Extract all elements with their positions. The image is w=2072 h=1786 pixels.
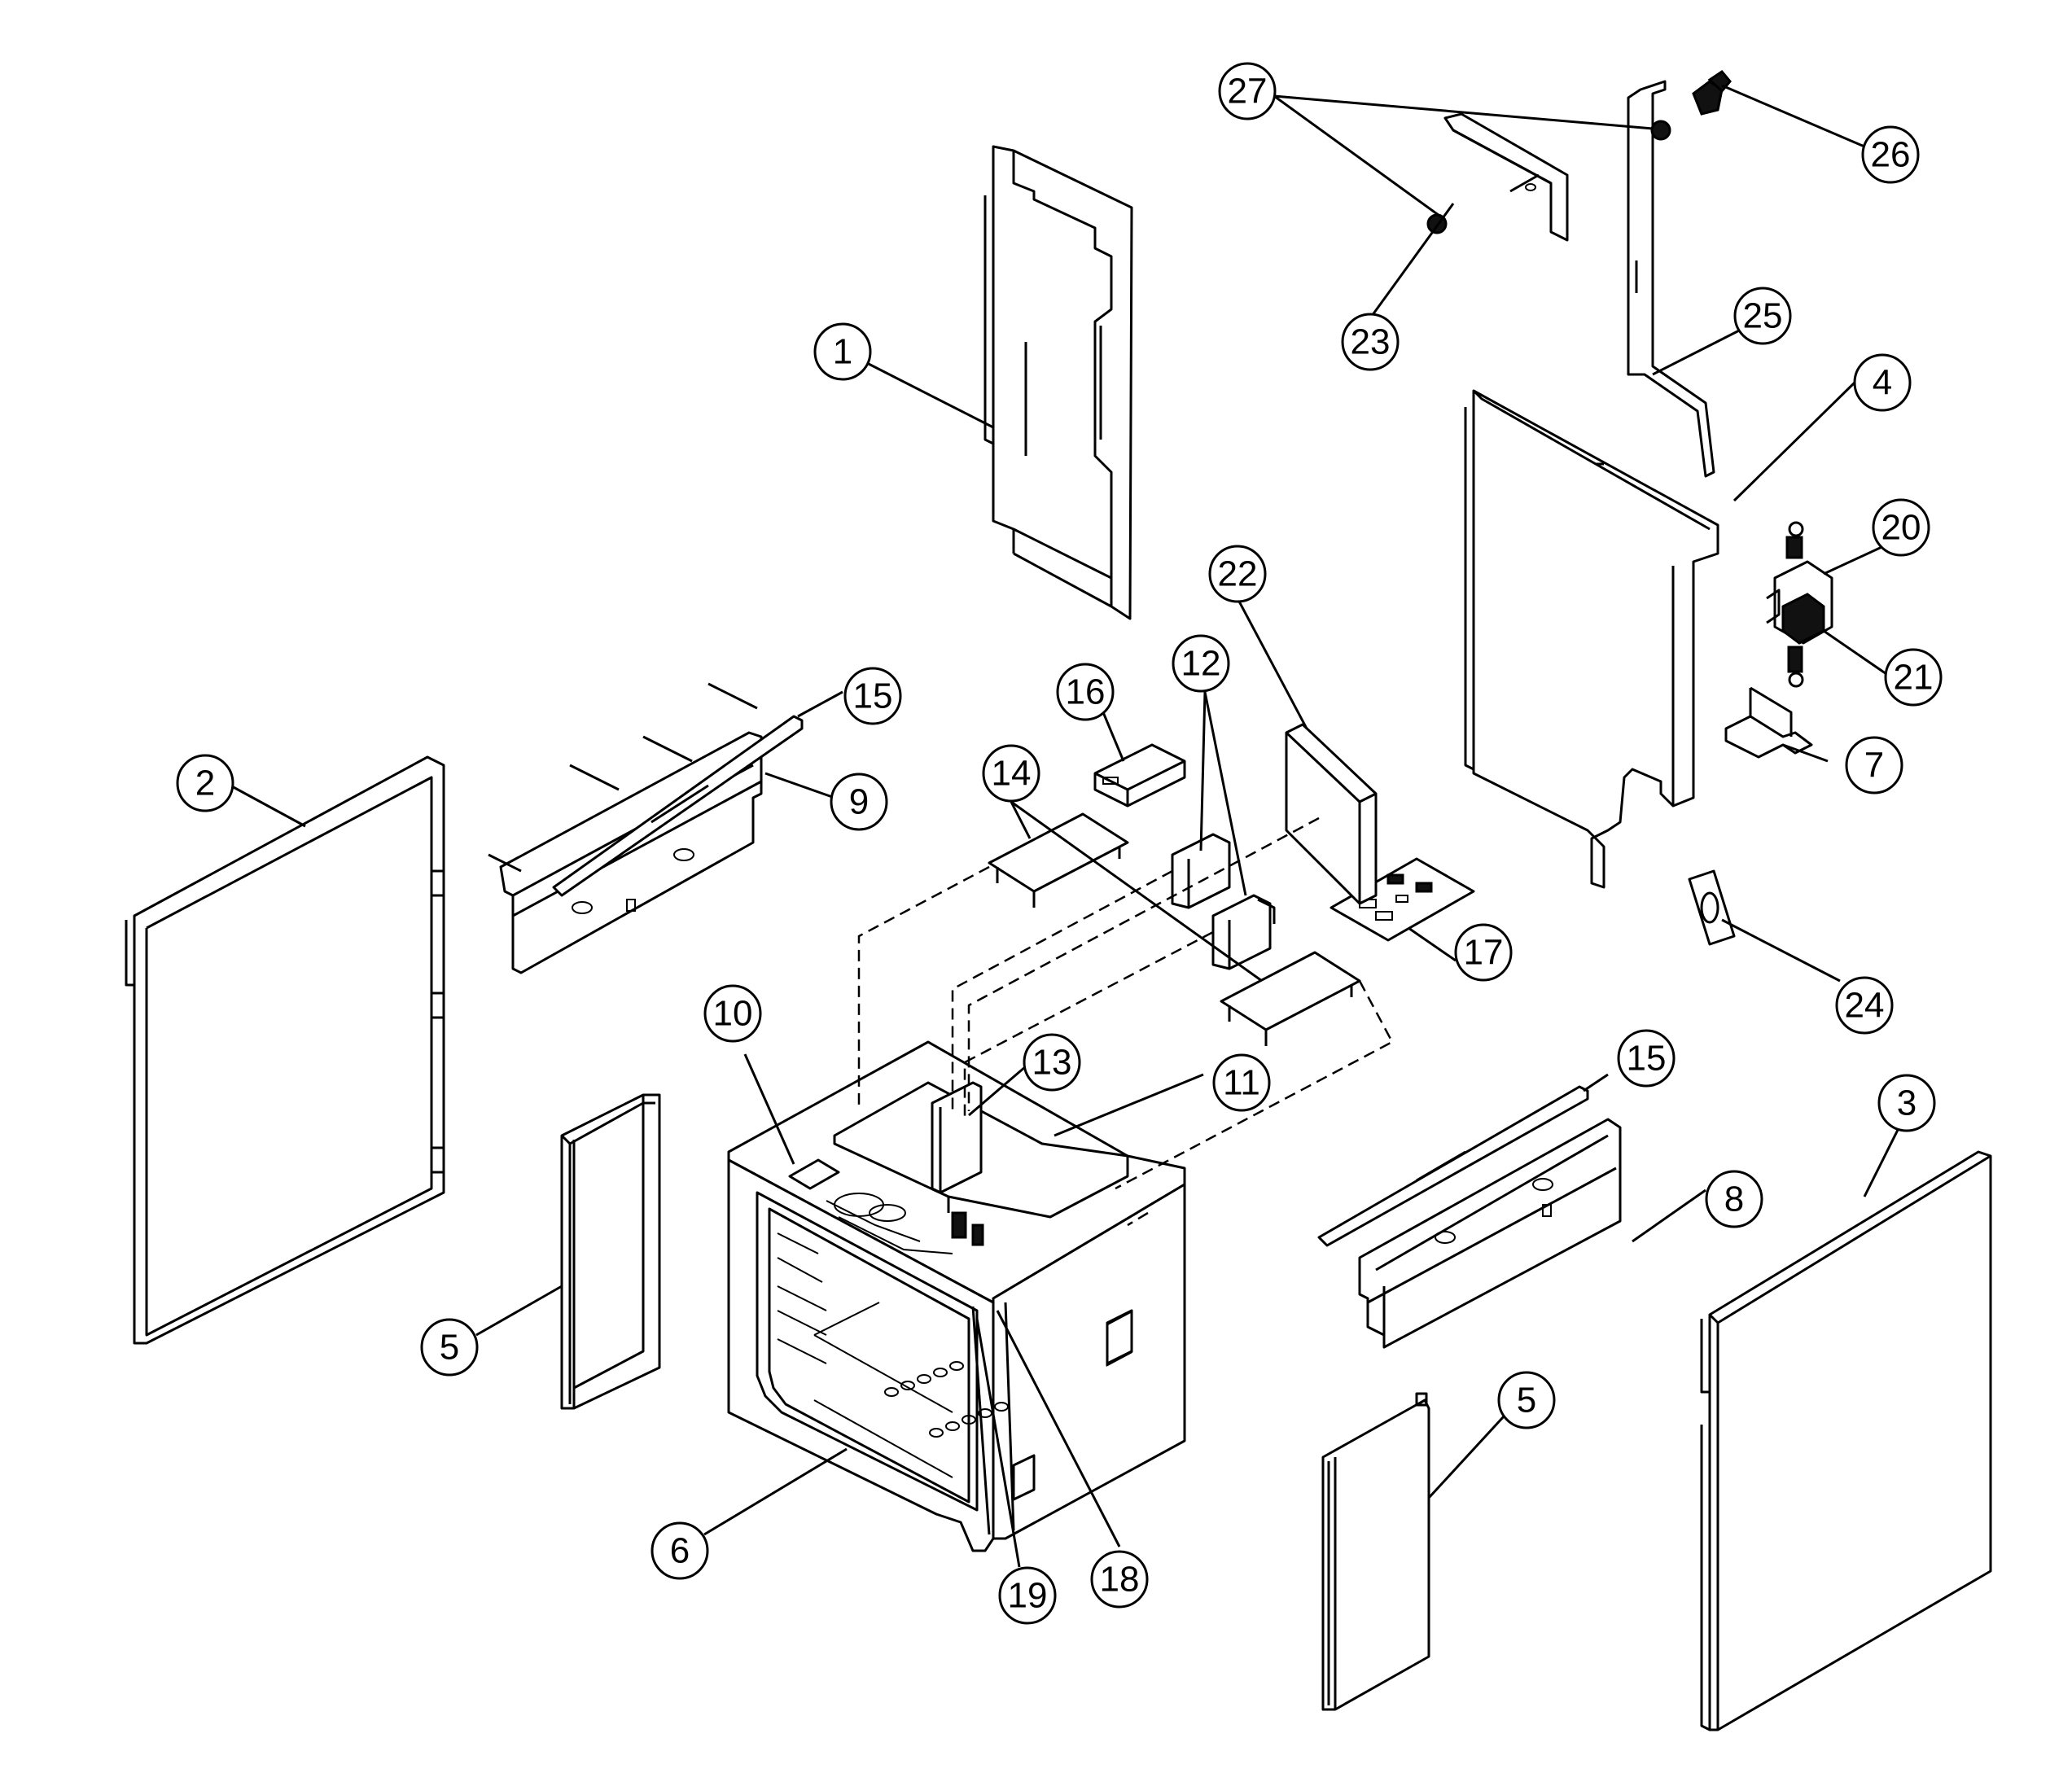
- callout-3: 3: [1877, 1074, 1936, 1132]
- assembly-dashed-lines: [857, 816, 1394, 1227]
- part-25-tube: [1627, 80, 1715, 478]
- callout-14: 14: [982, 744, 1040, 803]
- callout-label: 5: [1517, 1381, 1536, 1420]
- callout-17: 17: [1454, 923, 1513, 982]
- callout-label: 11: [1223, 1063, 1260, 1103]
- part-20-21-valve-assembly: [1766, 521, 1833, 688]
- part-22-panel: [1285, 723, 1378, 905]
- callout-20: 20: [1872, 498, 1930, 557]
- callout-21: 21: [1884, 648, 1943, 707]
- callout-label: 27: [1228, 72, 1268, 112]
- callout-10: 10: [703, 984, 762, 1043]
- callout-label: 15: [1627, 1039, 1667, 1079]
- callout-12: 12: [1172, 634, 1230, 693]
- part-17-circuit-board: [1329, 857, 1475, 942]
- callout-label: 1: [833, 332, 852, 372]
- callout-label: 14: [992, 754, 1032, 794]
- part-9-left-bracket: [488, 682, 763, 974]
- callout-13: 13: [1023, 1033, 1081, 1092]
- callout-label: 5: [440, 1328, 459, 1368]
- callout-label: 3: [1897, 1083, 1916, 1123]
- callout-1: 1: [813, 322, 872, 381]
- callout-label: 12: [1181, 644, 1221, 684]
- callout-label: 18: [1100, 1560, 1140, 1600]
- part-4-rear-panel: [1464, 389, 1719, 889]
- callout-8: 8: [1705, 1170, 1763, 1228]
- callout-5-right: 5: [1497, 1371, 1556, 1429]
- part-1-rear-channel: [983, 145, 1133, 620]
- callout-label: 13: [1032, 1043, 1072, 1083]
- part-15-right-rail: [1317, 1085, 1589, 1247]
- callout-26: 26: [1861, 125, 1920, 184]
- part-24-plate: [1688, 869, 1736, 946]
- callout-4: 4: [1853, 353, 1912, 412]
- callout-label: 22: [1218, 554, 1258, 594]
- callout-7: 7: [1845, 736, 1903, 795]
- callout-label: 4: [1873, 363, 1892, 403]
- part-12-brackets: [1171, 833, 1276, 970]
- part-15-left-rail: [552, 715, 804, 897]
- callout-22: 22: [1208, 545, 1267, 603]
- callout-label: 26: [1871, 135, 1911, 175]
- part-26-fitting: [1692, 70, 1732, 116]
- callout-2: 2: [176, 754, 234, 812]
- callout-25: 25: [1733, 287, 1792, 345]
- part-3-right-side-panel: [1700, 1150, 1992, 1731]
- callout-23: 23: [1341, 313, 1400, 371]
- callout-label: 15: [853, 676, 893, 716]
- callout-label: 7: [1864, 746, 1884, 786]
- callout-5-left: 5: [420, 1318, 479, 1377]
- callout-label: 23: [1351, 322, 1391, 362]
- callout-label: 10: [713, 994, 753, 1034]
- part-8-right-bracket: [1358, 1118, 1622, 1349]
- callout-11: 11: [1212, 1053, 1271, 1112]
- callout-label: 16: [1066, 672, 1106, 712]
- callout-6: 6: [651, 1521, 709, 1580]
- callout-label: 9: [849, 782, 869, 822]
- callout-label: 21: [1894, 658, 1934, 698]
- callout-label: 6: [670, 1531, 690, 1571]
- callout-24: 24: [1835, 976, 1894, 1035]
- top-mechanism: [826, 1193, 984, 1254]
- part-5-left-channel: [560, 1093, 661, 1410]
- part-16-box: [1093, 743, 1186, 808]
- callout-9: 9: [830, 773, 888, 831]
- part-2-left-side-panel: [125, 755, 445, 1345]
- callout-label: 17: [1464, 933, 1504, 973]
- callout-label: 20: [1881, 508, 1921, 548]
- callout-27: 27: [1218, 62, 1277, 120]
- part-23-bracket: [1443, 112, 1569, 242]
- callout-label: 8: [1724, 1180, 1744, 1219]
- cavity-floor-holes: [884, 1361, 1009, 1438]
- callout-label: 2: [195, 764, 215, 803]
- callout-16: 16: [1056, 663, 1115, 721]
- callout-18: 18: [1090, 1550, 1149, 1609]
- callout-19: 19: [998, 1566, 1057, 1625]
- leader-lines: [230, 84, 1903, 1568]
- callout-label: 25: [1743, 296, 1783, 336]
- part-5-right-channel: [1321, 1392, 1430, 1711]
- part-7-bracket: [1724, 686, 1813, 759]
- callout-15-left: 15: [843, 667, 902, 725]
- callout-label: 24: [1845, 986, 1885, 1026]
- part-6-oven-cavity: [727, 1040, 1186, 1552]
- callout-label: 19: [1008, 1576, 1048, 1616]
- callout-15-right: 15: [1617, 1029, 1676, 1088]
